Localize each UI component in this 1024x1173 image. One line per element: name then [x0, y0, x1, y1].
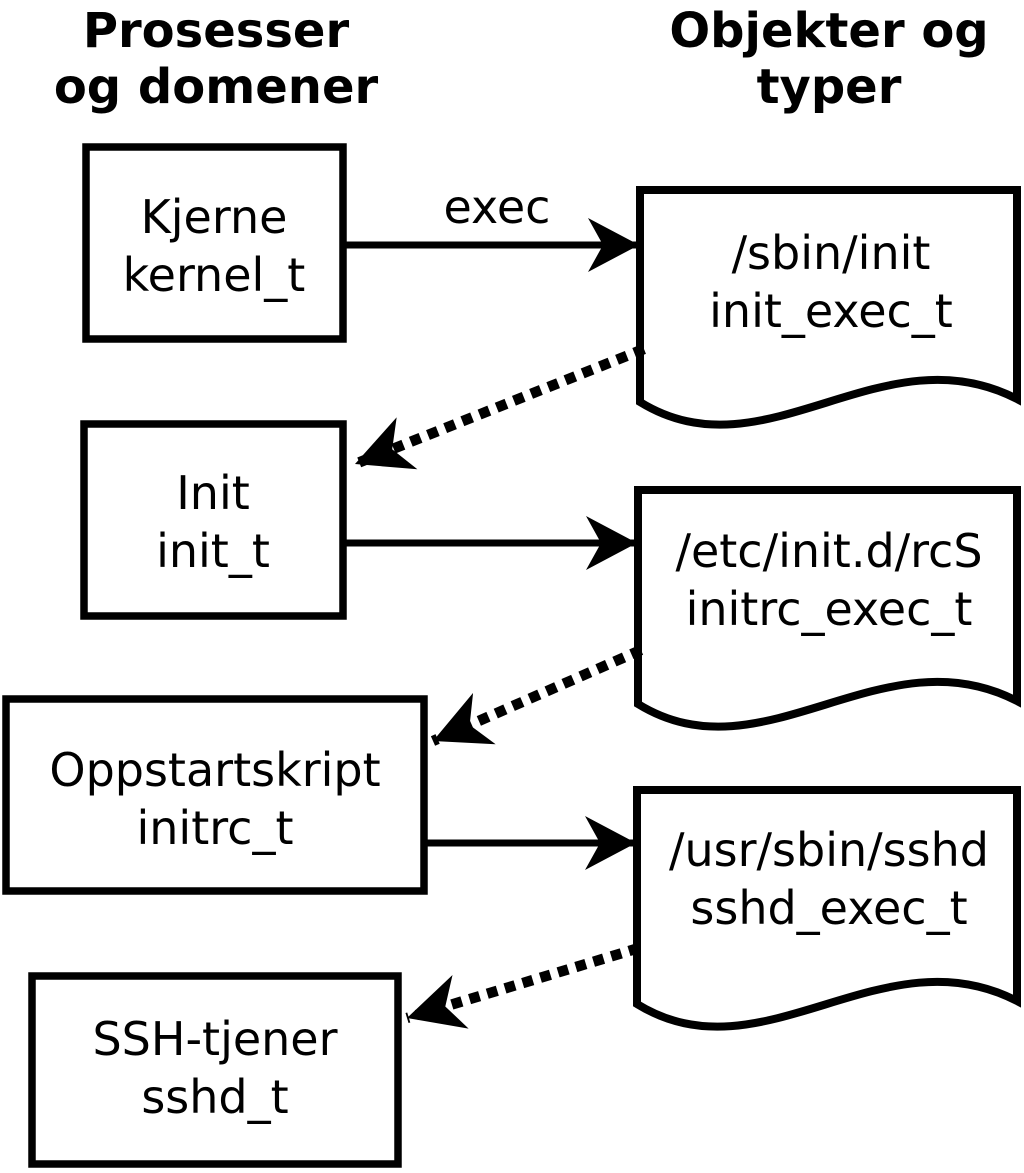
object-sshd-exec-type: sshd_exec_t — [690, 881, 967, 935]
process-kernel-name: Kjerne — [141, 190, 288, 244]
process-kernel-type: kernel_t — [123, 248, 306, 302]
header-objects-line2: typer — [757, 59, 902, 115]
document-initrc-exec-shape — [634, 486, 1021, 731]
exec-arrow-label: exec — [444, 180, 551, 234]
object-initrc-exec-type: initrc_exec_t — [686, 582, 973, 636]
column-header-objects: Objekter og typer — [669, 3, 988, 115]
object-init-exec-type: init_exec_t — [709, 284, 953, 338]
header-processes-line1: Prosesser — [83, 3, 350, 59]
process-box-init: Init init_t — [80, 420, 347, 620]
document-sshd-exec-shape — [633, 786, 1021, 1031]
document-init-exec: /sbin/init init_exec_t — [636, 186, 1021, 429]
object-init-exec-path: /sbin/init — [732, 226, 931, 280]
header-processes-line2: og domener — [54, 59, 379, 115]
document-initrc-exec: /etc/init.d/rcS initrc_exec_t — [634, 486, 1021, 731]
process-box-sshd: SSH-tjener sshd_t — [28, 972, 402, 1168]
dotted-arrow-init-exec-to-init — [353, 344, 646, 470]
process-box-init-rect — [80, 420, 347, 620]
dotted-arrow-sshd-exec-to-sshd — [405, 942, 641, 1029]
header-objects-line1: Objekter og — [669, 3, 988, 59]
process-sshd-name: SSH-tjener — [92, 1012, 337, 1066]
column-header-processes: Prosesser og domener — [54, 3, 379, 115]
document-sshd-exec: /usr/sbin/sshd sshd_exec_t — [633, 786, 1021, 1031]
process-box-initrc-rect — [2, 695, 428, 895]
process-init-type: init_t — [156, 524, 270, 578]
object-initrc-exec-path: /etc/init.d/rcS — [675, 524, 982, 578]
process-init-name: Init — [176, 466, 250, 520]
process-sshd-type: sshd_t — [141, 1070, 288, 1124]
process-box-kernel: Kjerne kernel_t — [82, 143, 347, 343]
process-box-sshd-rect — [28, 972, 402, 1168]
process-box-initrc: Oppstartskript initrc_t — [2, 695, 428, 895]
process-initrc-name: Oppstartskript — [49, 743, 380, 797]
document-init-exec-shape — [636, 186, 1021, 429]
dotted-arrow-initrc-exec-to-initrc — [430, 645, 644, 746]
process-initrc-type: initrc_t — [137, 801, 294, 855]
process-box-kernel-rect — [82, 143, 347, 343]
object-sshd-exec-path: /usr/sbin/sshd — [669, 823, 989, 877]
